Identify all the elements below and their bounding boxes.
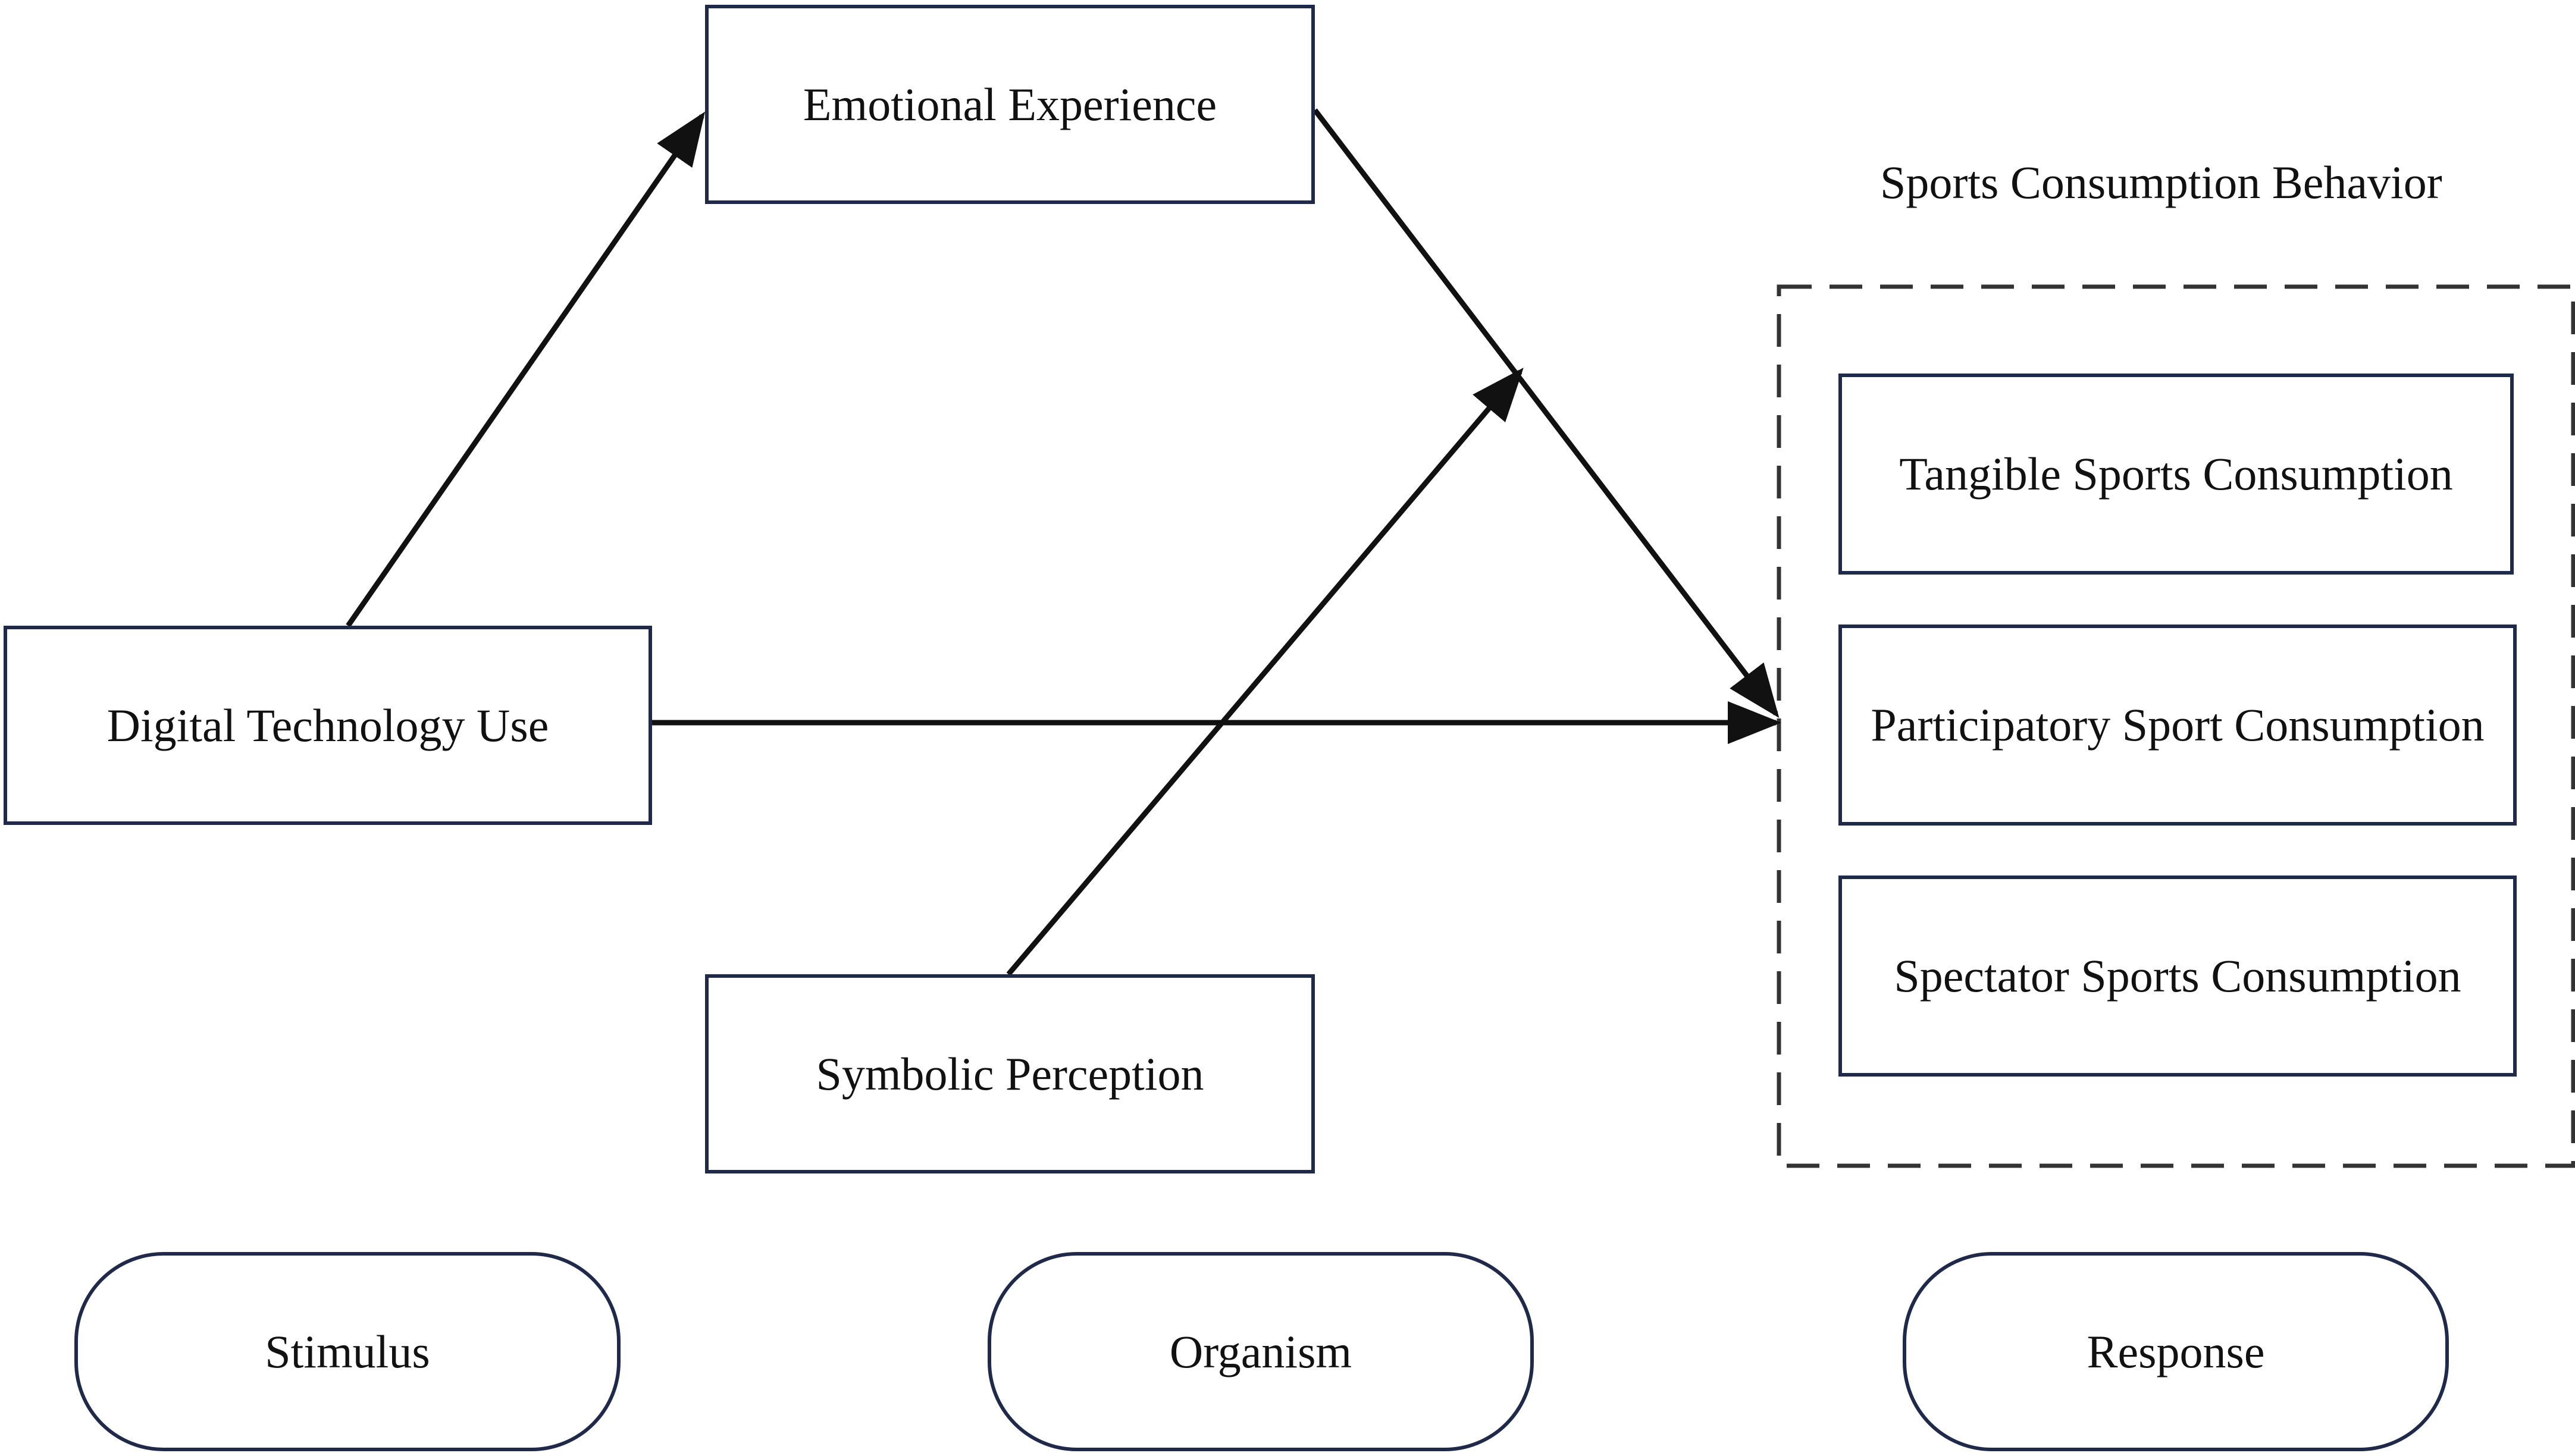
node-participatory-sport-consumption-label: Participatory Sport Consumption: [1871, 699, 2485, 751]
stage-stimulus: Stimulus: [74, 1252, 621, 1451]
node-spectator-sports-consumption: Spectator Sports Consumption: [1838, 876, 2517, 1077]
node-spectator-sports-consumption-label: Spectator Sports Consumption: [1894, 950, 2461, 1002]
arrow-digital-to-emotional: [346, 111, 706, 627]
stage-response: Response: [1903, 1252, 2449, 1451]
stage-response-label: Response: [2087, 1325, 2265, 1377]
arrow-symbolic-moderation: [1006, 368, 1524, 976]
arrow-emotional-to-behavior: [1312, 108, 1780, 718]
group-title-sports-consumption-behavior: Sports Consumption Behavior: [1880, 156, 2442, 208]
node-emotional-experience-label: Emotional Experience: [803, 78, 1217, 130]
stage-stimulus-label: Stimulus: [265, 1325, 430, 1377]
node-digital-technology-use-label: Digital Technology Use: [106, 699, 549, 751]
stage-organism: Organism: [988, 1252, 1534, 1451]
node-tangible-sports-consumption-label: Tangible Sports Consumption: [1899, 448, 2453, 500]
node-tangible-sports-consumption: Tangible Sports Consumption: [1838, 374, 2514, 575]
node-symbolic-perception: Symbolic Perception: [705, 974, 1315, 1173]
node-digital-technology-use: Digital Technology Use: [4, 626, 652, 825]
stage-organism-label: Organism: [1169, 1325, 1352, 1377]
node-emotional-experience: Emotional Experience: [705, 5, 1315, 204]
node-symbolic-perception-label: Symbolic Perception: [816, 1047, 1204, 1100]
node-participatory-sport-consumption: Participatory Sport Consumption: [1838, 625, 2517, 826]
